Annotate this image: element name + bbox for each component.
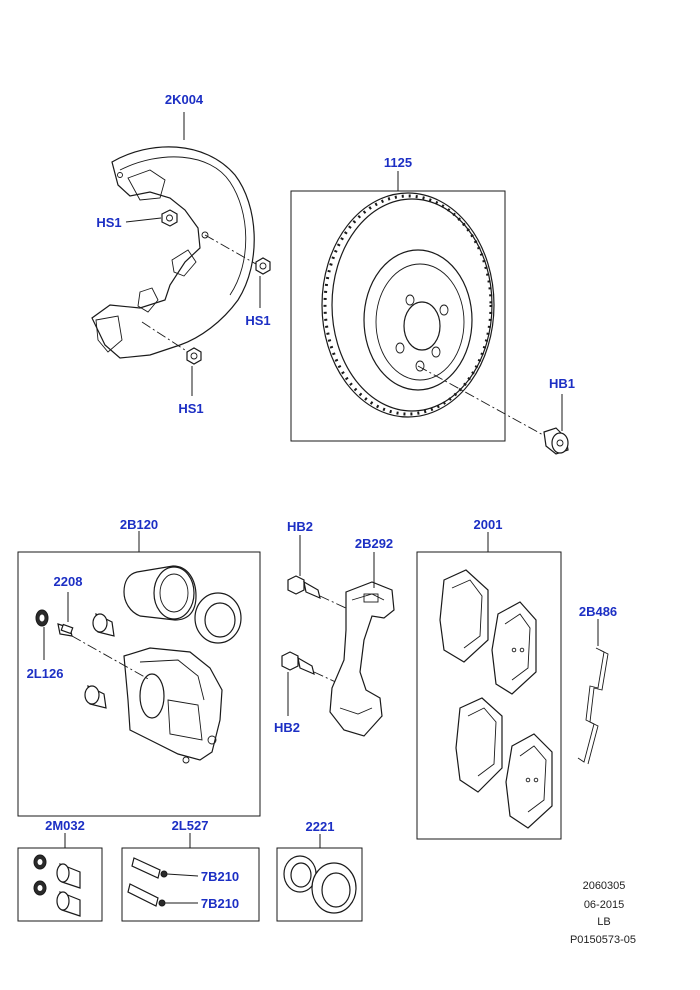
- callout-hs1-c[interactable]: HS1: [178, 401, 203, 416]
- bush-drawing-b: [84, 684, 107, 709]
- brake-pad-b: [491, 601, 537, 695]
- hs1-leader-a: [125, 217, 162, 223]
- dust-shield-drawing: [91, 146, 255, 359]
- callout-2208[interactable]: 2208: [54, 574, 83, 589]
- piston-drawing: [123, 565, 197, 621]
- seal-kit-drawing: [283, 855, 357, 914]
- footer-line-4: P0150573-05: [570, 934, 636, 946]
- brake-pad-a: [439, 569, 489, 663]
- guide-pin-drawing-a: [131, 857, 168, 879]
- 7b210-leader-a: [166, 873, 199, 877]
- guide-pin-drawing-b: [127, 883, 166, 907]
- callout-hs1-a[interactable]: HS1: [96, 215, 121, 230]
- callout-hb2-top[interactable]: HB2: [287, 519, 313, 534]
- callout-2221[interactable]: 2221: [306, 819, 335, 834]
- callout-2b120[interactable]: 2B120: [120, 517, 158, 532]
- spring-clip-drawing: [577, 647, 609, 765]
- caliper-axis: [71, 635, 151, 681]
- callout-2l527[interactable]: 2L527: [172, 818, 209, 833]
- callout-hb1[interactable]: HB1: [549, 376, 575, 391]
- carrier-bolt-axis-top: [319, 595, 351, 611]
- brake-pad-d: [505, 733, 553, 829]
- callout-7b210-b[interactable]: 7B210: [201, 896, 239, 911]
- hs1-axis-b: [204, 234, 257, 265]
- shield-bolt-c: [186, 347, 202, 365]
- callout-2b292[interactable]: 2B292: [355, 536, 393, 551]
- bleed-cap-drawing: [35, 609, 49, 627]
- shield-bolt-a: [161, 209, 178, 227]
- callout-hb2-bottom[interactable]: HB2: [274, 720, 300, 735]
- carrier-drawing: [329, 581, 395, 737]
- piston-seal-drawing: [194, 592, 242, 644]
- disc-screw-axis: [417, 365, 546, 437]
- callout-1125[interactable]: 1125: [384, 155, 412, 170]
- bush-drawing-a: [92, 612, 115, 637]
- footer-line-3: LB: [597, 916, 610, 928]
- brake-pad-c: [455, 697, 503, 793]
- footer-line-2: 06-2015: [584, 899, 624, 911]
- bush-kit-box: [17, 847, 103, 922]
- carrier-bolt-bottom-drawing: [281, 651, 315, 676]
- shield-bolt-b: [255, 257, 271, 275]
- footer-line-1: 2060305: [583, 880, 626, 892]
- callout-7b210-a[interactable]: 7B210: [201, 869, 239, 884]
- disc-screw-drawing: [543, 427, 569, 455]
- brake-disc-drawing: [321, 192, 495, 418]
- carrier-bolt-top-drawing: [287, 575, 321, 600]
- callout-2k004[interactable]: 2K004: [165, 92, 204, 107]
- callout-2001[interactable]: 2001: [474, 517, 503, 532]
- bleed-screw-drawing: [57, 623, 74, 637]
- callout-2l126[interactable]: 2L126: [27, 666, 64, 681]
- caliper-body-drawing: [123, 647, 223, 764]
- hs1-axis-c: [141, 321, 189, 353]
- bush-kit-drawing: [33, 854, 81, 917]
- callout-2b486[interactable]: 2B486: [579, 604, 617, 619]
- callout-hs1-b[interactable]: HS1: [245, 313, 270, 328]
- callout-2m032[interactable]: 2M032: [45, 818, 85, 833]
- pads-box: [416, 551, 562, 840]
